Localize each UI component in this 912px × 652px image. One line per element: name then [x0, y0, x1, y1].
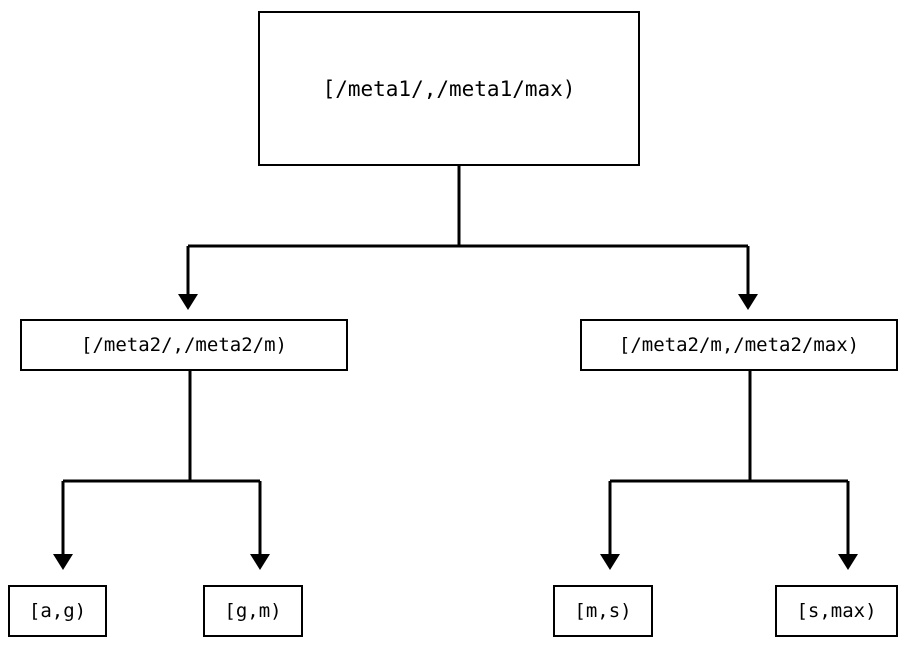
arrowhead-mid-left-to-leaf-2 [250, 554, 270, 570]
tree-node-leaf-4-label: [s,max) [796, 600, 877, 622]
tree-node-mid-right[interactable]: [/meta2/m,/meta2/max) [580, 319, 898, 371]
tree-node-leaf-1-label: [a,g) [28, 600, 87, 622]
arrowhead-mid-right-to-leaf-4 [838, 554, 858, 570]
tree-node-root[interactable]: [/meta1/,/meta1/max) [258, 11, 640, 166]
arrowhead-root-to-mid-right [738, 294, 758, 310]
tree-node-mid-left-label: [/meta2/,/meta2/m) [81, 334, 287, 356]
arrowhead-root-to-mid-left [178, 294, 198, 310]
tree-node-leaf-3[interactable]: [m,s) [553, 585, 653, 637]
tree-node-leaf-3-label: [m,s) [574, 600, 632, 622]
tree-node-mid-right-label: [/meta2/m,/meta2/max) [618, 334, 860, 356]
tree-node-leaf-2-label: [g,m) [224, 600, 282, 622]
tree-node-leaf-1[interactable]: [a,g) [8, 585, 107, 637]
arrowhead-mid-left-to-leaf-1 [53, 554, 73, 570]
tree-node-leaf-2[interactable]: [g,m) [203, 585, 303, 637]
arrowhead-mid-right-to-leaf-3 [600, 554, 620, 570]
tree-node-mid-left[interactable]: [/meta2/,/meta2/m) [20, 319, 348, 371]
tree-node-root-label: [/meta1/,/meta1/max) [322, 76, 576, 101]
tree-node-leaf-4[interactable]: [s,max) [775, 585, 898, 637]
